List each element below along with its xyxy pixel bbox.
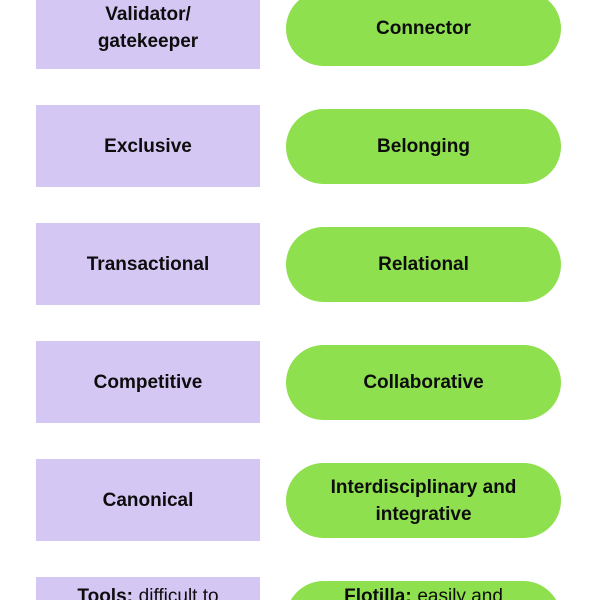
left-term-box: Exclusive — [36, 105, 260, 187]
left-term-label: Exclusive — [104, 135, 192, 157]
term-prefix: Tools: — [77, 586, 133, 600]
left-term-box: Transactional — [36, 223, 260, 305]
right-term-label: Flotilla: easily and — [336, 581, 511, 600]
right-term-pill: Interdisciplinary and integrative — [286, 463, 561, 538]
right-term-label: Belonging — [377, 136, 470, 157]
right-term-pill: Connector — [286, 0, 561, 66]
comparison-row: Canonical Interdisciplinary and integrat… — [0, 459, 600, 541]
comparison-row: Competitive Collaborative — [0, 341, 600, 423]
right-term-pill: Relational — [286, 227, 561, 302]
left-term-label: Canonical — [102, 489, 194, 511]
left-term-label: Tools: difficult to — [69, 577, 226, 600]
right-term-label: Connector — [376, 18, 471, 39]
comparison-row: Exclusive Belonging — [0, 105, 600, 187]
right-term-label: Collaborative — [363, 372, 484, 393]
left-term-box: Validator/ gatekeeper — [36, 0, 260, 69]
left-term-box: Competitive — [36, 341, 260, 423]
term-rest: difficult to — [138, 586, 219, 600]
term-rest: easily and — [417, 586, 503, 600]
left-term-label: Competitive — [93, 371, 203, 393]
left-term-box: Tools: difficult to — [36, 577, 260, 600]
right-term-pill: Belonging — [286, 109, 561, 184]
comparison-row: Tools: difficult to Flotilla: easily and — [0, 577, 600, 600]
right-term-label: Interdisciplinary and integrative — [330, 476, 517, 525]
term-prefix: Flotilla: — [344, 586, 412, 600]
comparison-row: Validator/ gatekeeper Connector — [0, 0, 600, 69]
left-term-label: Transactional — [86, 253, 210, 275]
right-term-pill: Flotilla: easily and — [286, 581, 561, 600]
comparison-row: Transactional Relational — [0, 223, 600, 305]
left-term-box: Canonical — [36, 459, 260, 541]
left-term-label: Validator/ gatekeeper — [97, 4, 199, 52]
right-term-label: Relational — [378, 254, 469, 275]
right-term-pill: Collaborative — [286, 345, 561, 420]
